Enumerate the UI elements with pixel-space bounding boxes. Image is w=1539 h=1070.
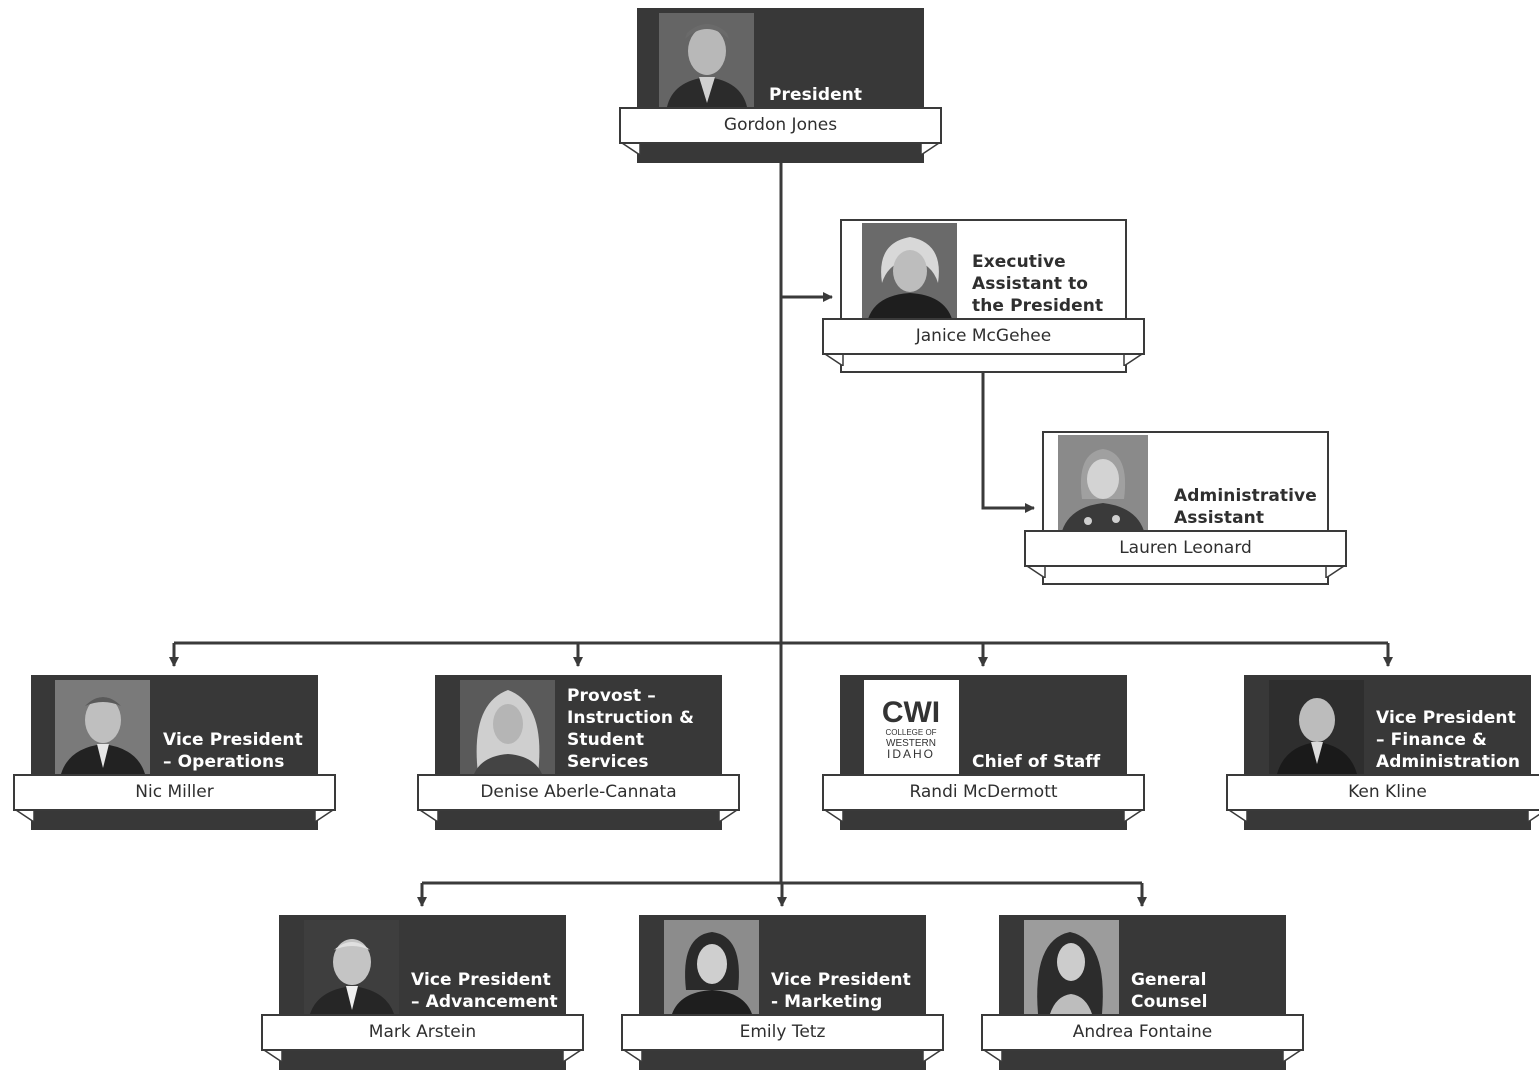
card-chief-of-staff: CWI COLLEGE OF WESTERN IDAHO Chief of St… [822,675,1145,830]
svg-text:IDAHO: IDAHO [887,747,935,761]
card-general-counsel: General Counsel Andrea Fontaine [981,915,1304,1070]
card-president: President Gordon Jones [619,8,942,163]
vp-marketing-name: Emily Tetz [739,1022,826,1042]
vp-finance-name: Ken Kline [1348,782,1427,802]
vp-advancement-photo [304,920,399,1014]
general-counsel-ribbon: Andrea Fontaine [981,1014,1304,1062]
provost-title: Provost – Instruction & Student Services [567,686,695,772]
exec-assistant-title: Executive Assistant to the President [972,252,1104,316]
vp-operations-ribbon: Nic Miller [13,774,336,822]
svg-text:COLLEGE OF: COLLEGE OF [885,728,936,737]
chief-of-staff-ribbon: Randi McDermott [822,774,1145,822]
president-photo [659,13,754,107]
card-vp-advancement: Vice President – Advancement Mark Arstei… [261,915,584,1070]
president-title: President [769,85,863,105]
card-admin-assistant: Administrative Assistant Lauren Leonard [1024,431,1347,586]
vp-marketing-ribbon: Emily Tetz [621,1014,944,1062]
admin-assistant-title: Administrative Assistant [1174,486,1317,528]
exec-assistant-name: Janice McGehee [915,326,1052,346]
vp-finance-photo [1269,680,1364,774]
provost-name: Denise Aberle-Cannata [480,782,677,802]
exec-assistant-ribbon: Janice McGehee [822,318,1145,366]
president-name: Gordon Jones [723,115,838,135]
vp-advancement-name: Mark Arstein [368,1022,477,1042]
svg-text:CWI: CWI [882,696,940,729]
admin-assistant-ribbon: Lauren Leonard [1024,530,1347,578]
vp-finance-title: Vice President – Finance & Administratio… [1376,708,1521,772]
admin-assistant-name: Lauren Leonard [1119,538,1252,558]
connector-admin-assistant [981,373,1035,513]
general-counsel-title: General Counsel [1131,970,1208,1012]
card-vp-finance: Vice President – Finance & Administratio… [1226,675,1539,830]
exec-assistant-photo [862,223,957,319]
card-vp-marketing: Vice President - Marketing Emily Tetz [621,915,944,1070]
president-ribbon: Gordon Jones [619,107,942,155]
vp-marketing-title: Vice President - Marketing [771,970,911,1012]
vp-advancement-title: Vice President – Advancement [411,970,558,1012]
provost-photo [460,680,555,774]
card-provost: Provost – Instruction & Student Services… [417,675,740,830]
general-counsel-name: Andrea Fontaine [1072,1022,1213,1042]
vp-operations-name: Nic Miller [135,782,214,802]
vp-operations-title: Vice President – Operations [163,730,303,772]
chief-of-staff-title: Chief of Staff [972,752,1101,772]
admin-assistant-photo [1058,435,1148,531]
cwi-logo: CWI COLLEGE OF WESTERN IDAHO [864,680,959,774]
vp-finance-ribbon: Ken Kline [1226,774,1539,822]
vp-marketing-photo [664,920,759,1014]
general-counsel-photo [1024,920,1119,1014]
card-vp-operations: Vice President – Operations Nic Miller [13,675,336,830]
svg-text:WESTERN: WESTERN [886,738,936,749]
card-exec-assistant: Executive Assistant to the President Jan… [822,219,1145,374]
vp-operations-photo [55,680,150,774]
vp-advancement-ribbon: Mark Arstein [261,1014,584,1062]
chief-of-staff-name: Randi McDermott [909,782,1058,802]
provost-ribbon: Denise Aberle-Cannata [417,774,740,822]
